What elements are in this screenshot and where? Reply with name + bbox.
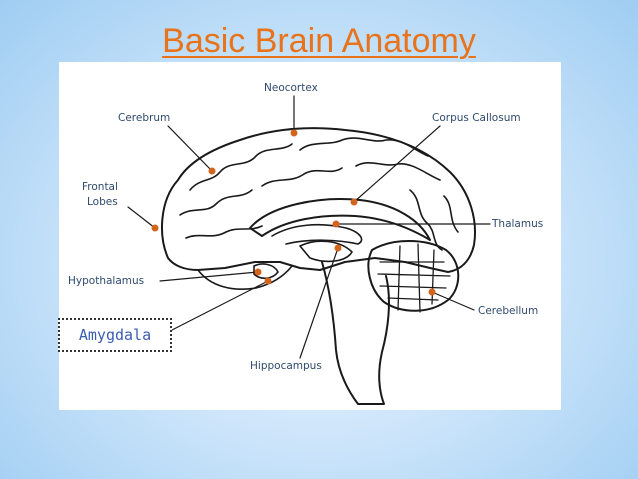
inner-loop <box>271 223 363 245</box>
corpus-callosum-arc <box>249 198 431 241</box>
thalamus-region <box>299 240 353 263</box>
frontal-lobes-label-line2: Lobes <box>87 196 118 208</box>
corpus-callosum-label: Corpus Callosum <box>432 112 521 124</box>
cerebrum-marker <box>208 167 216 175</box>
amygdala-callout: Amygdala <box>58 318 172 352</box>
cerebellum-outline <box>367 240 460 312</box>
frontal-lobes-label-line1: Frontal <box>82 181 118 193</box>
cerebrum-label: Cerebrum <box>118 112 171 124</box>
hypothalamus-label: Hypothalamus <box>68 275 145 287</box>
hippocampus-marker <box>334 244 342 252</box>
thalamus-marker <box>332 220 340 228</box>
brainstem-outline <box>321 261 390 405</box>
slide-title: Basic Brain Anatomy <box>162 22 476 60</box>
hypothalamus-region <box>253 263 279 280</box>
hypothalamus-marker <box>254 268 262 276</box>
thalamus-label: Thalamus <box>492 218 544 230</box>
hippocampus-label: Hippocampus <box>250 360 322 372</box>
neocortex-label: Neocortex <box>264 82 318 94</box>
marker-dots <box>151 129 436 296</box>
gyri-lines <box>179 137 459 251</box>
frontal-lobes-marker <box>151 224 159 232</box>
neocortex-marker <box>290 129 298 137</box>
diagram-panel <box>59 62 561 410</box>
corpus-callosum-marker <box>350 198 358 206</box>
amygdala-marker <box>264 277 272 285</box>
temporal-lobe <box>197 265 293 290</box>
cerebellum-folds <box>377 243 451 313</box>
cerebellum-label: Cerebellum <box>478 305 539 317</box>
cerebellum-marker <box>428 288 436 296</box>
